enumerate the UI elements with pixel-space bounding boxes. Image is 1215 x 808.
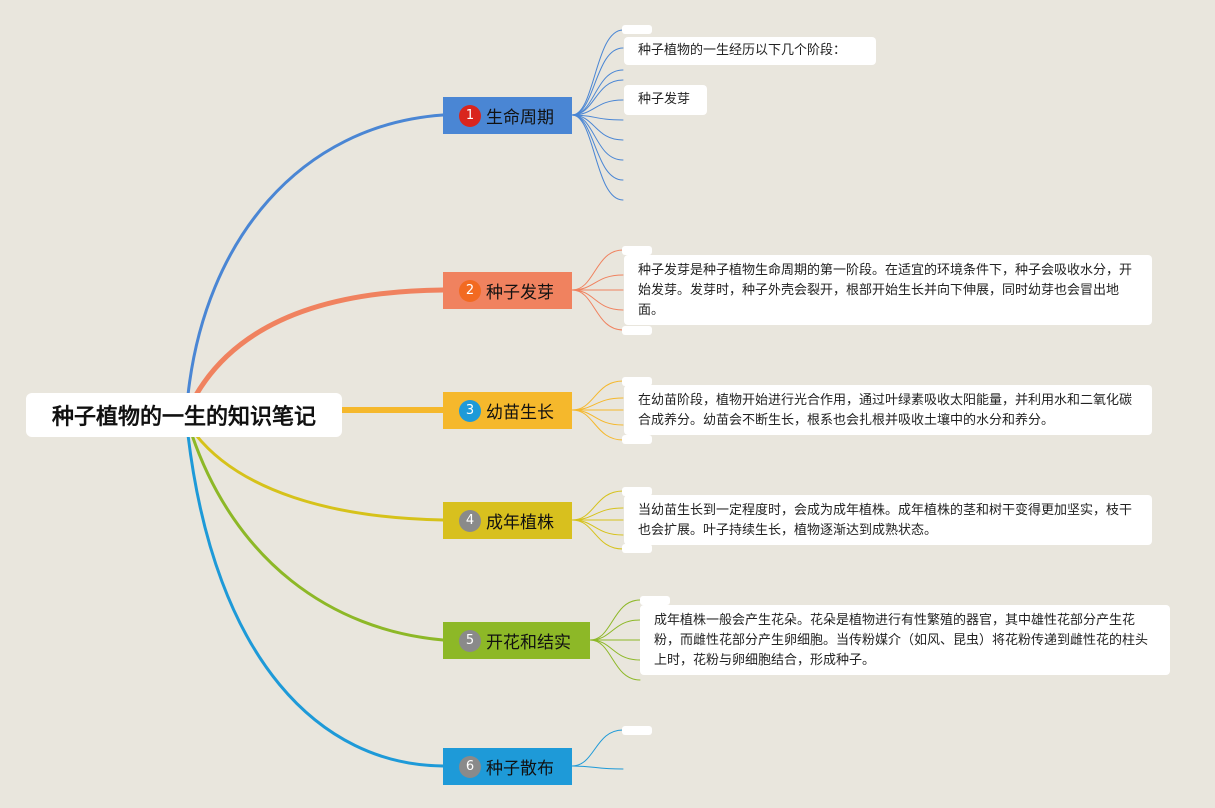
link-mature xyxy=(194,433,445,522)
link-germination xyxy=(193,287,446,398)
leaf-link-lifecycle-0 xyxy=(571,29,624,116)
leaf-link-lifecycle-9 xyxy=(571,114,624,201)
branch-label: 开花和结实 xyxy=(486,633,571,653)
leaf-link-dispersal-1 xyxy=(571,765,624,770)
empty-leaf-stub[interactable] xyxy=(622,326,652,335)
leaf-link-flowering-3 xyxy=(589,639,641,661)
branch-seed-dispersal[interactable]: 6 种子散布 xyxy=(443,748,572,785)
leaf-link-lifecycle-3 xyxy=(571,79,624,116)
note-lifecycle-intro[interactable]: 种子植物的一生经历以下几个阶段： xyxy=(624,37,876,65)
note-text: 当幼苗生长到一定程度时，会成为成年植株。成年植株的茎和树干变得更加坚实，枝干也会… xyxy=(638,503,1133,538)
empty-leaf-stub[interactable] xyxy=(622,377,652,386)
number-badge-4: 4 xyxy=(459,509,481,532)
leaf-link-lifecycle-1 xyxy=(571,47,624,116)
branch-label: 幼苗生长 xyxy=(486,403,554,423)
note-text: 种子发芽是种子植物生命周期的第一阶段。在适宜的环境条件下，种子会吸收水分，开始发… xyxy=(638,263,1133,318)
branch-label: 成年植株 xyxy=(486,513,554,533)
leaf-link-seedling-0 xyxy=(571,380,624,411)
leaf-link-mature-0 xyxy=(571,490,624,521)
note-lifecycle-germination[interactable]: 种子发芽 xyxy=(624,85,707,115)
number-badge-1: 1 xyxy=(459,104,481,127)
note-seedling[interactable]: 在幼苗阶段，植物开始进行光合作用，通过叶绿素吸收太阳能量，并利用水和二氧化碳合成… xyxy=(624,385,1152,435)
note-mature-plant[interactable]: 当幼苗生长到一定程度时，会成为成年植株。成年植株的茎和树干变得更加坚实，枝干也会… xyxy=(624,495,1152,545)
number-badge-3: 3 xyxy=(459,399,481,422)
number-badge-2: 2 xyxy=(459,279,481,302)
link-lifecycle xyxy=(186,113,445,397)
number-badge-6: 6 xyxy=(459,755,481,778)
empty-leaf-stub[interactable] xyxy=(622,487,652,496)
note-text: 在幼苗阶段，植物开始进行光合作用，通过叶绿素吸收太阳能量，并利用水和二氧化碳合成… xyxy=(638,393,1133,428)
empty-leaf-stub[interactable] xyxy=(622,544,652,553)
note-flowering[interactable]: 成年植株一般会产生花朵。花朵是植物进行有性繁殖的器官，其中雄性花部分产生花粉，而… xyxy=(640,605,1170,675)
leaf-link-lifecycle-4 xyxy=(571,99,624,116)
branch-lifecycle[interactable]: 1 生命周期 xyxy=(443,97,572,134)
root-title: 种子植物的一生的知识笔记 xyxy=(51,405,316,430)
link-dispersal xyxy=(186,433,445,768)
leaf-link-seedling-3 xyxy=(571,409,624,426)
branch-label: 种子发芽 xyxy=(486,283,554,303)
empty-leaf-stub[interactable] xyxy=(622,25,652,34)
leaf-link-germination-3 xyxy=(571,289,624,311)
number-badge-5: 5 xyxy=(459,629,481,652)
note-text: 种子植物的一生经历以下几个阶段： xyxy=(638,43,847,58)
branch-label: 种子散布 xyxy=(486,759,554,779)
branch-mature-plant[interactable]: 4 成年植株 xyxy=(443,502,572,539)
leaf-link-dispersal-0 xyxy=(571,729,624,767)
empty-leaf-stub[interactable] xyxy=(622,435,652,444)
leaf-link-mature-3 xyxy=(571,519,624,536)
note-text: 种子发芽 xyxy=(638,92,691,107)
leaf-link-lifecycle-8 xyxy=(571,114,624,181)
leaf-link-flowering-0 xyxy=(589,599,641,641)
link-flowering xyxy=(190,433,445,642)
leaf-link-mature-4 xyxy=(571,519,624,550)
branch-seedling[interactable]: 3 幼苗生长 xyxy=(443,392,572,429)
leaf-link-germination-0 xyxy=(571,249,624,291)
root-topic[interactable]: 种子植物的一生的知识笔记 xyxy=(26,393,342,437)
leaf-link-germination-4 xyxy=(571,289,624,331)
leaf-link-flowering-1 xyxy=(589,619,641,641)
empty-leaf-stub[interactable] xyxy=(622,726,652,735)
empty-leaf-stub[interactable] xyxy=(640,596,670,605)
leaf-link-lifecycle-7 xyxy=(571,114,624,161)
note-text: 成年植株一般会产生花朵。花朵是植物进行有性繁殖的器官，其中雄性花部分产生花粉，而… xyxy=(654,613,1149,668)
note-germination[interactable]: 种子发芽是种子植物生命周期的第一阶段。在适宜的环境条件下，种子会吸收水分，开始发… xyxy=(624,255,1152,325)
empty-leaf-stub[interactable] xyxy=(622,246,652,255)
leaf-link-flowering-4 xyxy=(589,639,641,681)
branch-flowering[interactable]: 5 开花和结实 xyxy=(443,622,590,659)
leaf-link-seedling-4 xyxy=(571,409,624,441)
branch-label: 生命周期 xyxy=(486,108,554,128)
branch-germination[interactable]: 2 种子发芽 xyxy=(443,272,572,309)
